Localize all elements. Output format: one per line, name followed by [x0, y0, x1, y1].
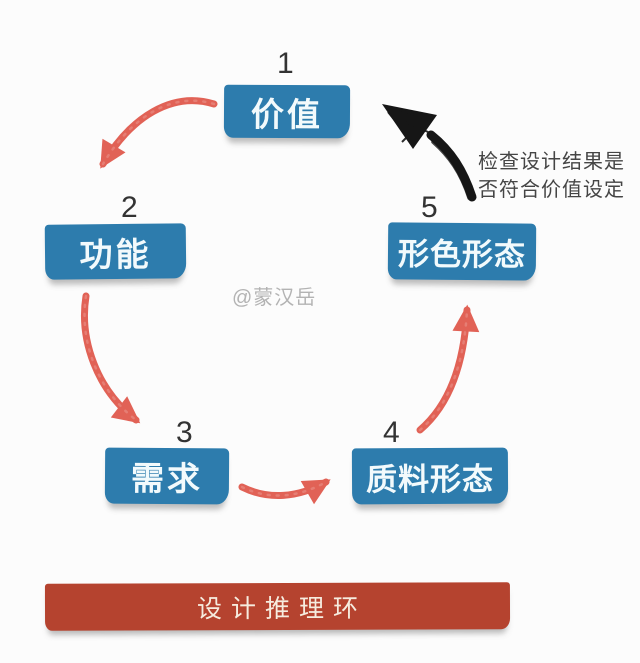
feedback-note-line2: 否符合价值设定 — [478, 179, 625, 201]
arrow-material-to-shape-icon — [416, 304, 480, 434]
node-value: 价值 — [223, 84, 351, 139]
step-number-1: 1 — [277, 47, 294, 80]
watermark: @蒙汉岳 — [232, 287, 317, 309]
step-number-2: 2 — [121, 191, 138, 224]
node-function: 功能 — [44, 223, 187, 280]
node-material-form: 质料形态 — [351, 447, 509, 505]
step-number-3: 3 — [176, 416, 193, 449]
arrow-demand-to-material-icon — [238, 478, 331, 505]
arrow-function-to-demand-icon — [81, 292, 141, 424]
title-banner: 设计推理环 — [44, 582, 511, 631]
step-number-4: 4 — [383, 416, 400, 449]
feedback-note-line1: 检查设计结果是 — [478, 151, 625, 173]
step-number-5: 5 — [421, 191, 438, 224]
feedback-note: 检查设计结果是 否符合价值设定 — [478, 148, 625, 204]
arrow-value-to-function-icon — [99, 97, 218, 169]
feedback-arrow-icon — [382, 104, 477, 202]
node-demand: 需求 — [104, 447, 230, 505]
node-shape-color-form: 形色形态 — [387, 222, 537, 281]
